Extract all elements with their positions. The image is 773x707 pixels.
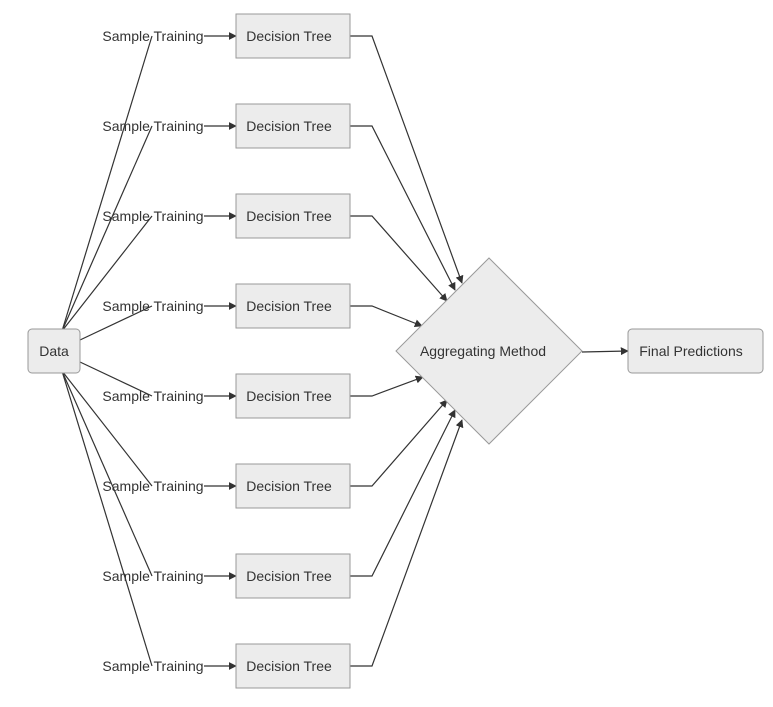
decision-tree-box [235,643,351,689]
data-node-box [27,328,81,374]
sample-training-label: Sample Training [102,568,203,584]
decision-tree-label: Decision Tree [246,388,332,404]
data-to-sample-edge [79,305,153,341]
sample-training-label: Sample Training [102,28,203,44]
edges-layer [61,32,629,670]
decision-tree-label: Decision Tree [246,28,332,44]
decision-tree-label: Decision Tree [246,118,332,134]
data-to-sample-edge [61,35,153,332]
data-to-sample-edge [79,361,153,397]
decision-tree-node: Decision Tree [235,463,351,509]
decision-tree-box [235,103,351,149]
data-to-sample-edge [61,215,153,332]
data-to-sample-edge [61,370,153,487]
sample-training-label: Sample Training [102,298,203,314]
tree-to-aggregator-edge [350,125,456,291]
sample-training-label: Sample Training [102,478,203,494]
decision-tree-node: Decision Tree [235,373,351,419]
tree-to-aggregator-edge [350,399,448,487]
decision-tree-node: Decision Tree [235,103,351,149]
sample-training-label: Sample Training [102,388,203,404]
final-node-box [627,328,764,374]
decision-tree-label: Decision Tree [246,298,332,314]
aggregator-diamond [395,257,583,445]
decision-tree-box [235,13,351,59]
final-node-label: Final Predictions [639,343,743,359]
tree-to-aggregator-edge [350,419,464,667]
decision-tree-box [235,283,351,329]
aggregator-to-final-edge [581,347,629,356]
decision-tree-node: Decision Tree [235,643,351,689]
data-node-label: Data [39,343,69,359]
final-node: Final Predictions [627,328,764,374]
decision-tree-label: Decision Tree [246,568,332,584]
sample-training-label: Sample Training [102,658,203,674]
sample-training-label: Sample Training [102,208,203,224]
data-to-sample-edge [61,125,153,332]
data-node: Data [27,328,81,374]
tree-to-aggregator-edge [350,305,423,328]
tree-to-aggregator-edge [350,215,448,302]
decision-tree-label: Decision Tree [246,478,332,494]
decision-tree-node: Decision Tree [235,13,351,59]
decision-tree-node: Decision Tree [235,283,351,329]
decision-tree-node: Decision Tree [235,553,351,599]
sample-training-label: Sample Training [102,118,203,134]
decision-tree-box [235,373,351,419]
decision-tree-box [235,463,351,509]
decision-tree-box [235,553,351,599]
aggregator-node: Aggregating Method [395,257,583,445]
decision-tree-label: Decision Tree [246,208,332,224]
aggregator-label: Aggregating Method [420,343,546,359]
tree-to-aggregator-edge [350,35,464,284]
decision-tree-label: Decision Tree [246,658,332,674]
decision-tree-node: Decision Tree [235,193,351,239]
data-to-sample-edge [61,370,153,577]
decision-tree-box [235,193,351,239]
tree-to-aggregator-edge [350,409,456,577]
tree-to-aggregator-edge [350,375,424,397]
data-to-sample-edge [61,370,153,667]
